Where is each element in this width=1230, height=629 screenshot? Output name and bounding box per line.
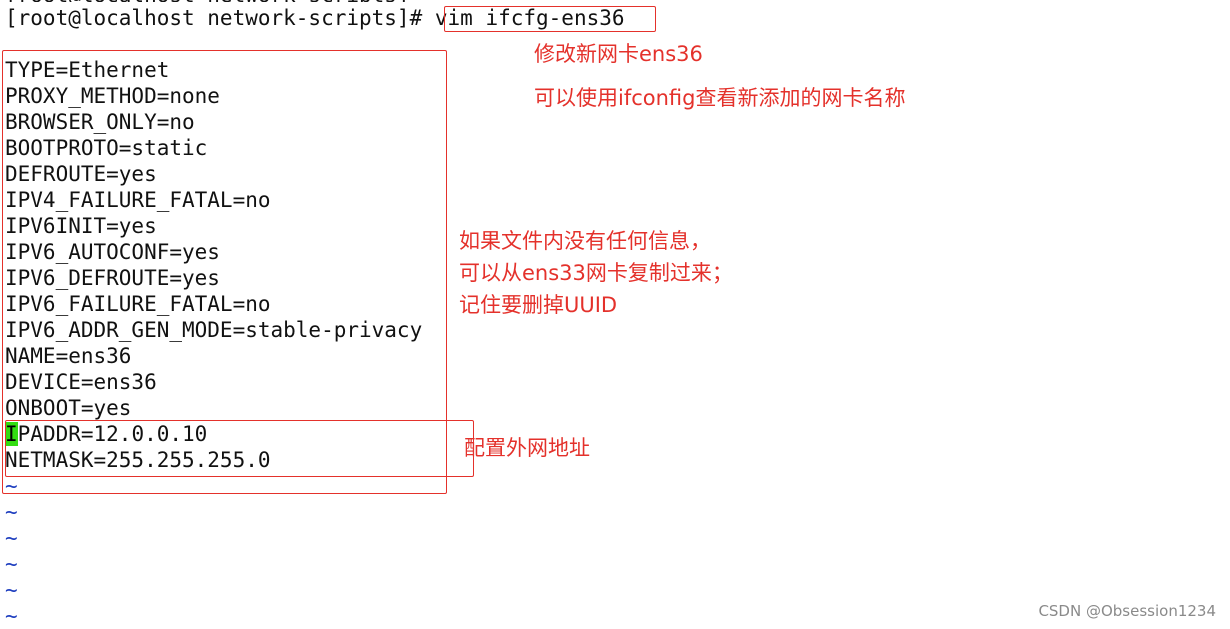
vim-empty-line-marker: ~ — [5, 526, 18, 550]
config-line-bootproto: BOOTPROTO=static — [5, 136, 208, 160]
annotation-copy-hint-line-1: 如果文件内没有任何信息， — [459, 229, 711, 253]
annotation-external-address: 配置外网地址 — [464, 436, 590, 460]
text-cursor: I — [5, 422, 18, 446]
config-line-name: NAME=ens36 — [5, 344, 132, 368]
config-line-type: TYPE=Ethernet — [5, 58, 170, 82]
annotation-edit-new-nic: 修改新网卡ens36 — [534, 42, 703, 66]
config-line-ipv6-autoconf: IPV6_AUTOCONF=yes — [5, 240, 220, 264]
config-line-defroute: DEFROUTE=yes — [5, 162, 157, 186]
vim-command: vim ifcfg-ens36 — [434, 6, 625, 30]
config-line-ipv6-defroute: IPV6_DEFROUTE=yes — [5, 266, 220, 290]
config-line-device: DEVICE=ens36 — [5, 370, 157, 394]
vim-empty-line-marker: ~ — [5, 552, 18, 576]
annotation-copy-hint-line-3: 记住要删掉UUID — [459, 293, 618, 317]
config-line-proxy-method: PROXY_METHOD=none — [5, 84, 220, 108]
config-line-onboot: ONBOOT=yes — [5, 396, 132, 420]
scrolled-previous-line: [root@localhost network-scripts] — [5, 0, 410, 2]
config-line-ipv6-failure-fatal: IPV6_FAILURE_FATAL=no — [5, 292, 271, 316]
config-line-netmask: NETMASK=255.255.255.0 — [5, 448, 271, 472]
watermark: CSDN @Obsession1234 — [1038, 602, 1216, 620]
config-line-ipv6init: IPV6INIT=yes — [5, 214, 157, 238]
command-highlight-box — [444, 6, 656, 32]
config-line-ipv4-failure-fatal: IPV4_FAILURE_FATAL=no — [5, 188, 271, 212]
config-line-ipaddr: IPADDR=12.0.0.10 — [5, 421, 207, 447]
vim-empty-line-marker: ~ — [5, 604, 18, 628]
ipaddr-text: PADDR=12.0.0.10 — [17, 422, 208, 446]
vim-empty-line-marker: ~ — [5, 500, 18, 524]
vim-empty-line-marker: ~ — [5, 578, 18, 602]
annotation-copy-hint-line-2: 可以从ens33网卡复制过来； — [459, 261, 733, 285]
command-prompt-line: [root@localhost network-scripts]# vim if… — [5, 5, 625, 31]
vim-empty-line-marker: ~ — [5, 474, 18, 498]
config-line-ipv6-addr-gen-mode: IPV6_ADDR_GEN_MODE=stable-privacy — [5, 318, 423, 342]
config-line-browser-only: BROWSER_ONLY=no — [5, 110, 195, 134]
ip-config-highlight-box — [5, 420, 474, 477]
config-file-highlight-box — [2, 50, 447, 494]
shell-prompt: [root@localhost network-scripts]# — [5, 6, 435, 30]
annotation-ifconfig-hint: 可以使用ifconfig查看新添加的网卡名称 — [534, 86, 906, 110]
